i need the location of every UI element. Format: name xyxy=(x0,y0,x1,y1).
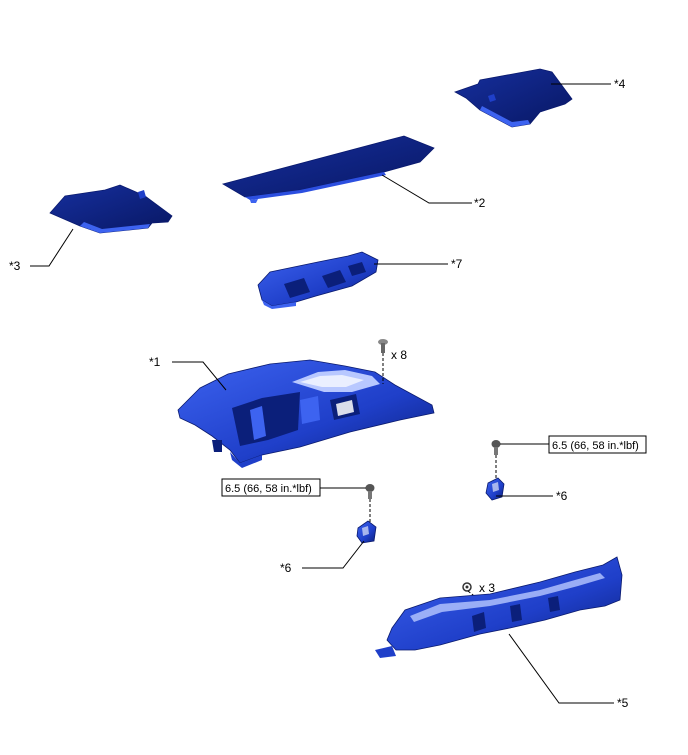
callout-3: *3 xyxy=(9,259,21,273)
part-5-trim xyxy=(375,556,623,658)
callout-2: *2 xyxy=(474,196,486,210)
callout-7: *7 xyxy=(451,257,463,271)
torque-box-right: 6.5 (66, 58 in.*lbf) xyxy=(500,435,647,454)
callout-1: *1 xyxy=(149,355,161,369)
part-2-panel xyxy=(221,135,435,203)
bolt-left xyxy=(365,484,375,522)
quantity-clips-part5: x 3 xyxy=(479,581,495,595)
torque-box-left: 6.5 (66, 58 in.*lbf) xyxy=(221,478,366,497)
callout-4: *4 xyxy=(614,77,626,91)
callout-6-left: *6 xyxy=(280,561,292,575)
callout-6-right: *6 xyxy=(556,489,568,503)
part-7-bracket xyxy=(257,251,379,309)
torque-value-right: 6.5 (66, 58 in.*lbf) xyxy=(552,440,639,452)
part-4-panel xyxy=(454,68,573,128)
callout-5: *5 xyxy=(617,696,629,710)
screw-part1 xyxy=(378,339,388,384)
quantity-screws-part1: x 8 xyxy=(391,348,407,362)
torque-value-left: 6.5 (66, 58 in.*lbf) xyxy=(225,483,312,495)
part-6-clip-right xyxy=(485,477,505,501)
bolt-right xyxy=(491,440,501,478)
part-1-tray xyxy=(177,359,435,468)
leader-lines xyxy=(30,83,614,704)
part-3-panel xyxy=(49,184,173,234)
part-6-clip-left xyxy=(356,520,377,544)
